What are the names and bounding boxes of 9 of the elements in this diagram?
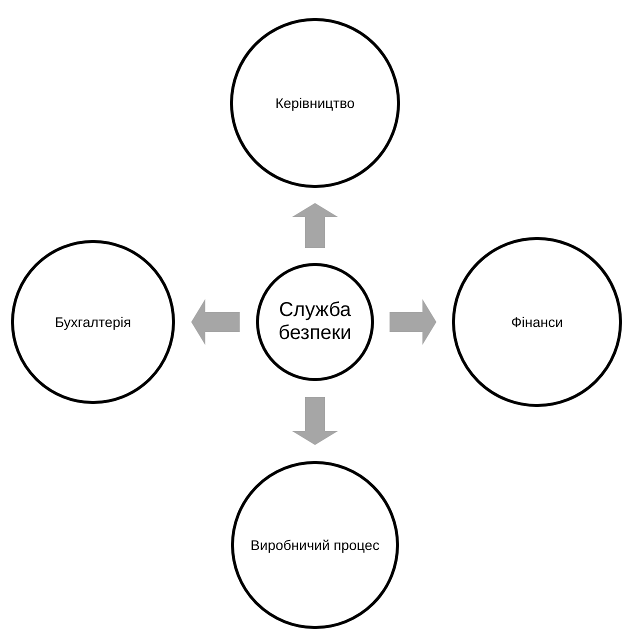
node-label: Служба безпеки <box>278 299 352 345</box>
node-label: Виробничий процес <box>250 537 380 553</box>
block-arrow <box>390 299 436 345</box>
node-label: Бухгалтерія <box>54 314 132 330</box>
node-label: Фінанси <box>510 314 564 330</box>
block-arrow <box>292 397 338 445</box>
block-arrow <box>292 203 338 248</box>
block-arrow <box>191 299 240 345</box>
node-label: Керівництво <box>274 95 356 111</box>
